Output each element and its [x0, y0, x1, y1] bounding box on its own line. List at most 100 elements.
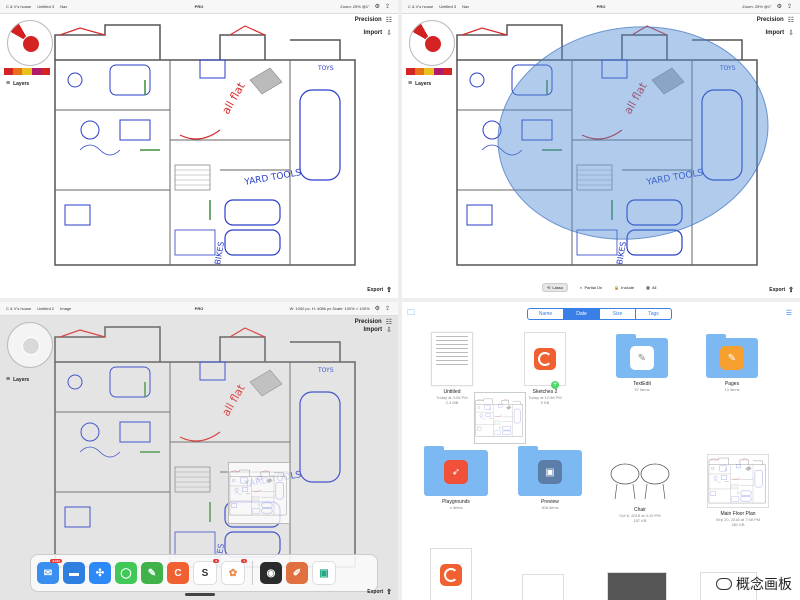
annotation-bikes: BIKES: [213, 241, 226, 265]
dragged-image-thumbnail[interactable]: [228, 462, 290, 524]
all-button[interactable]: ▦All: [646, 285, 657, 290]
tab-nav[interactable]: Nav: [462, 4, 470, 9]
tab-untitled[interactable]: Untitled 3: [37, 4, 55, 9]
import-button[interactable]: Import⇩: [765, 30, 794, 37]
folder-item[interactable]: ▣ Preview 308 items: [510, 446, 590, 510]
panel-files-gallery: 🗀 Name Date Size Tags ☰ Untitled Today a…: [402, 302, 800, 600]
tab-house[interactable]: C & V's house: [408, 4, 434, 9]
precision-button[interactable]: Precision☷: [354, 319, 392, 326]
include-button[interactable]: 🔒Include: [614, 285, 635, 290]
precision-button[interactable]: Precision☷: [354, 17, 392, 24]
file-item[interactable]: Untitled Today at 3:05 PM 2.3 MB: [412, 332, 492, 405]
folder-item[interactable]: ➶ Playgrounds 4 items: [416, 446, 496, 510]
sort-segmented-control: Name Date Size Tags: [527, 308, 672, 320]
zoom-readout[interactable]: Zoom: 25% @1": [742, 4, 772, 9]
share-icon[interactable]: ⇪: [786, 3, 792, 10]
annotation-toys: TOYS: [719, 65, 736, 72]
mail-app-icon[interactable]: ✉3,101: [37, 559, 62, 584]
color-swatches[interactable]: [4, 68, 51, 75]
concepts-logo-icon: [440, 564, 462, 586]
tab-untitled[interactable]: Untitled 3: [439, 4, 457, 9]
active-color-swatch[interactable]: [22, 35, 40, 53]
export-button[interactable]: Export⇪: [769, 287, 794, 294]
tool-wheel[interactable]: [7, 322, 53, 368]
sort-name[interactable]: Name: [528, 309, 564, 319]
panel-plan-view: C & V's house Untitled 3 Nav PRO Zoom: 2…: [0, 0, 398, 298]
tab-nav[interactable]: Nav: [60, 4, 68, 9]
tab-image[interactable]: Image: [60, 306, 72, 311]
folder-icon: ➶: [424, 446, 488, 496]
files-app-icon[interactable]: ▬: [63, 562, 85, 584]
export-button[interactable]: Export⇪: [367, 589, 392, 596]
lasso-icon: ⟲: [547, 285, 551, 290]
file-item[interactable]: Main Floor Plan Sep 20, 2018 at 7:48 PM …: [698, 454, 778, 527]
layers-button[interactable]: ≡Layers: [6, 376, 30, 383]
share-icon[interactable]: ⇪: [384, 3, 390, 10]
brand-label: PRO: [194, 306, 204, 311]
precision-button[interactable]: Precision☷: [756, 17, 794, 24]
sort-size[interactable]: Size: [600, 309, 636, 319]
mail-badge: 3,101: [50, 559, 62, 563]
color-swatches[interactable]: [406, 68, 453, 75]
concepts-app-icon[interactable]: C: [167, 562, 189, 584]
layers-button[interactable]: ≡Layers: [408, 80, 432, 87]
annotation-yard-tools: YARD TOOLS: [243, 168, 303, 188]
sketch-app-icon[interactable]: ✐: [286, 562, 308, 584]
folder-item[interactable]: ✎ Pages 13 items: [692, 334, 772, 392]
grid-icon: ☷: [385, 319, 392, 326]
floor-plan-canvas[interactable]: all flat YARD TOOLS BIKES TOYS: [50, 20, 370, 275]
tool-wheel[interactable]: [7, 20, 53, 66]
gear-icon[interactable]: ⚙: [374, 3, 380, 10]
image-scale-readout[interactable]: W: 1000 px, H: 4086 px Scale: 100% × 100…: [289, 306, 370, 311]
import-button[interactable]: Import⇩: [363, 30, 392, 37]
concepts-logo-icon: [534, 348, 556, 370]
file-thumbnail-partial[interactable]: [607, 572, 667, 600]
cities-app-icon[interactable]: ▣: [312, 561, 336, 585]
tab-house[interactable]: C & V's house: [6, 306, 32, 311]
list-view-icon[interactable]: ☰: [785, 310, 792, 317]
floor-plan-canvas[interactable]: all flat YARD TOOLS BIKES TOYS: [452, 20, 772, 275]
tab-house[interactable]: C & V's house: [6, 4, 32, 9]
top-bar-right: Zoom: 25% @1" ⚙ ⇪: [340, 3, 390, 10]
layers-button[interactable]: ≡Layers: [6, 80, 30, 87]
swift-icon: ➶: [444, 460, 468, 484]
sort-date[interactable]: Date: [564, 309, 600, 319]
color-app-icon[interactable]: ◉: [260, 562, 282, 584]
evernote-app-icon[interactable]: ✎: [141, 562, 163, 584]
share-icon[interactable]: ⇪: [384, 305, 390, 312]
dragging-image-preview[interactable]: [474, 392, 526, 444]
folder-item[interactable]: ✎ TextEdit 57 items: [602, 334, 682, 392]
annotation-toys: TOYS: [317, 367, 334, 374]
slack-badge: 2: [213, 559, 219, 563]
import-button[interactable]: Import⇩: [363, 327, 392, 334]
messages-app-icon[interactable]: ◯: [115, 562, 137, 584]
lasso-button[interactable]: ⟲Lasso: [542, 283, 569, 292]
import-icon: ⇩: [788, 30, 794, 37]
file-thumbnail-partial[interactable]: [430, 548, 472, 600]
active-color-swatch[interactable]: [424, 35, 442, 53]
zoom-readout[interactable]: Zoom: 25% @1": [340, 4, 370, 9]
floor-plan-canvas[interactable]: all flat YARD TOOLS BIKES TOYS: [50, 322, 370, 577]
file-item[interactable]: Chair Oct 6, 2018 at 4:19 PM 187 KB: [600, 454, 680, 523]
gear-icon[interactable]: ⚙: [776, 3, 782, 10]
tab-untitled[interactable]: Untitled 2: [37, 306, 55, 311]
new-folder-icon[interactable]: 🗀: [407, 308, 415, 317]
active-color-swatch[interactable]: [22, 337, 40, 355]
tool-wheel[interactable]: [409, 20, 455, 66]
document-thumbnail: [431, 332, 473, 386]
lasso-options-bar: ⟲Lasso ◐Partial On 🔒Include ▦All: [542, 283, 656, 292]
partial-on-button[interactable]: ◐Partial On: [580, 285, 603, 290]
layers-icon: ≡: [408, 80, 413, 87]
sort-tags[interactable]: Tags: [648, 311, 659, 317]
photos-app-icon[interactable]: ✿1: [221, 559, 247, 585]
safari-app-icon[interactable]: ✣: [89, 562, 111, 584]
export-button[interactable]: Export⇪: [367, 287, 392, 294]
gear-icon[interactable]: ⚙: [374, 305, 380, 312]
import-icon: ⇩: [386, 30, 392, 37]
grid-icon: ☷: [385, 17, 392, 24]
file-thumbnail-partial[interactable]: [522, 574, 564, 600]
image-preview-plan: [475, 398, 523, 437]
file-item[interactable]: + Sketches 2 Today at 12:58 PM 9 KB: [505, 332, 585, 405]
